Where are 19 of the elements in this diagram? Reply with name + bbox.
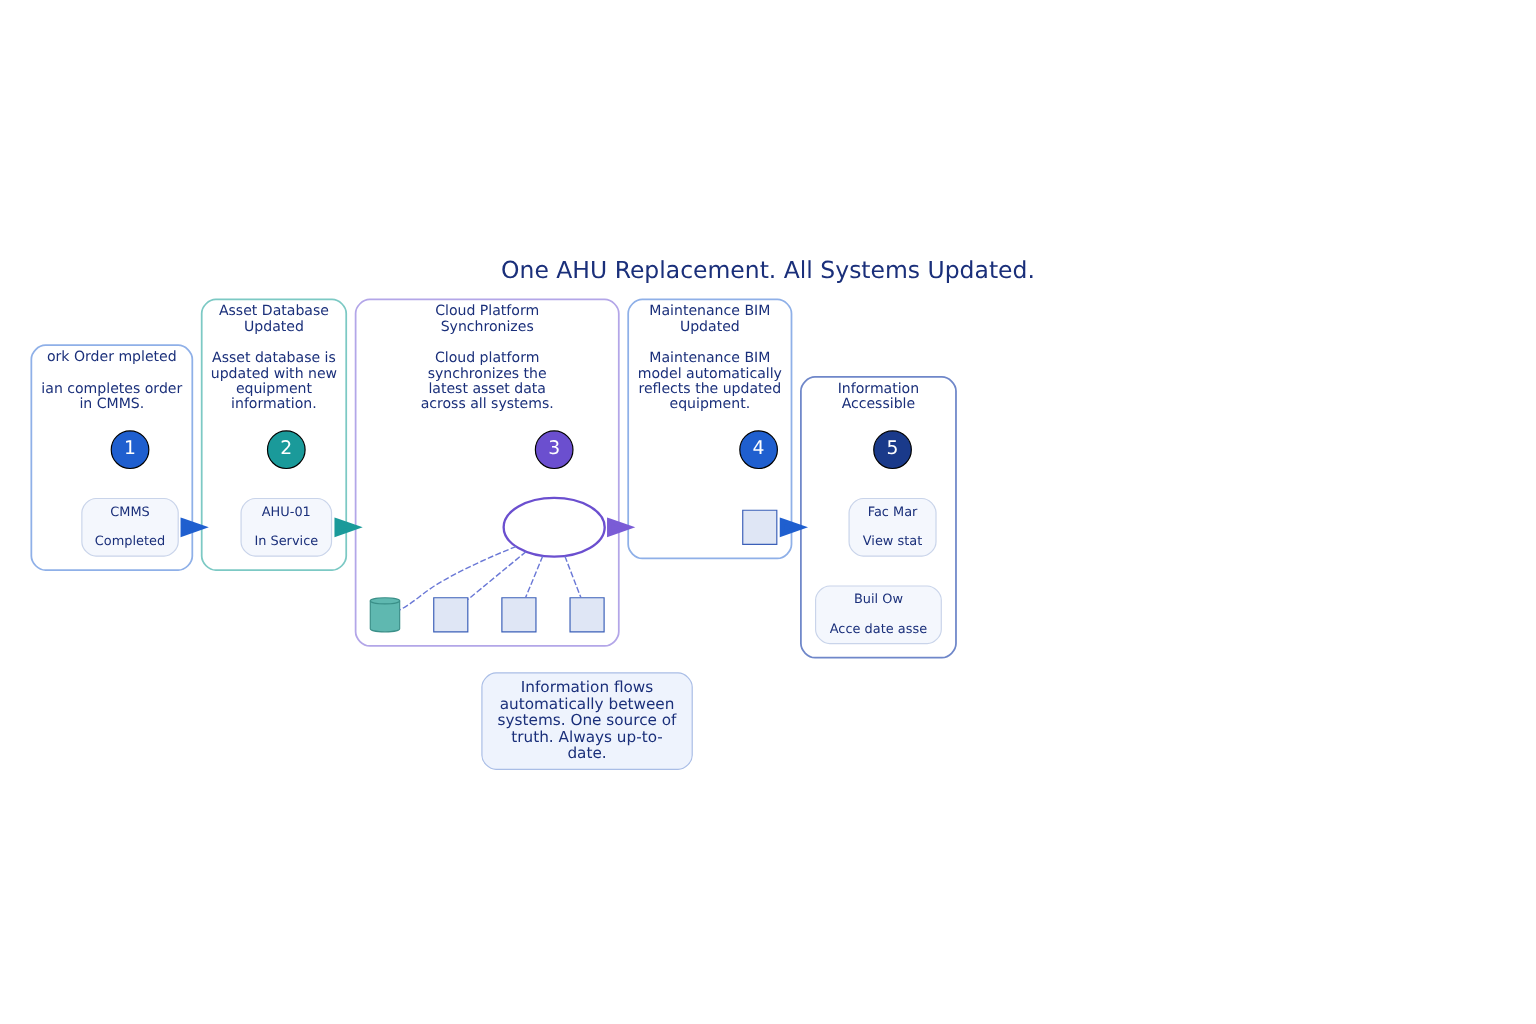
node-box bbox=[433, 597, 469, 633]
node-circle: 1 bbox=[110, 430, 150, 470]
arrow bbox=[334, 517, 363, 538]
node-cloud bbox=[502, 496, 606, 558]
node-circle: 2 bbox=[266, 430, 306, 470]
arrow bbox=[180, 517, 209, 538]
connector bbox=[524, 555, 544, 599]
diagram-title: One AHU Replacement. All Systems Updated. bbox=[501, 256, 1035, 285]
node-circle: 5 bbox=[873, 430, 912, 470]
arrow bbox=[607, 517, 636, 538]
node-box bbox=[742, 509, 778, 545]
connector bbox=[399, 545, 517, 611]
connector bbox=[564, 555, 582, 599]
arrow bbox=[779, 517, 808, 538]
connector bbox=[467, 551, 527, 601]
node-circle: 4 bbox=[739, 430, 778, 470]
node-box bbox=[569, 597, 605, 633]
node-box bbox=[501, 597, 537, 633]
node-circle: 3 bbox=[534, 430, 574, 470]
